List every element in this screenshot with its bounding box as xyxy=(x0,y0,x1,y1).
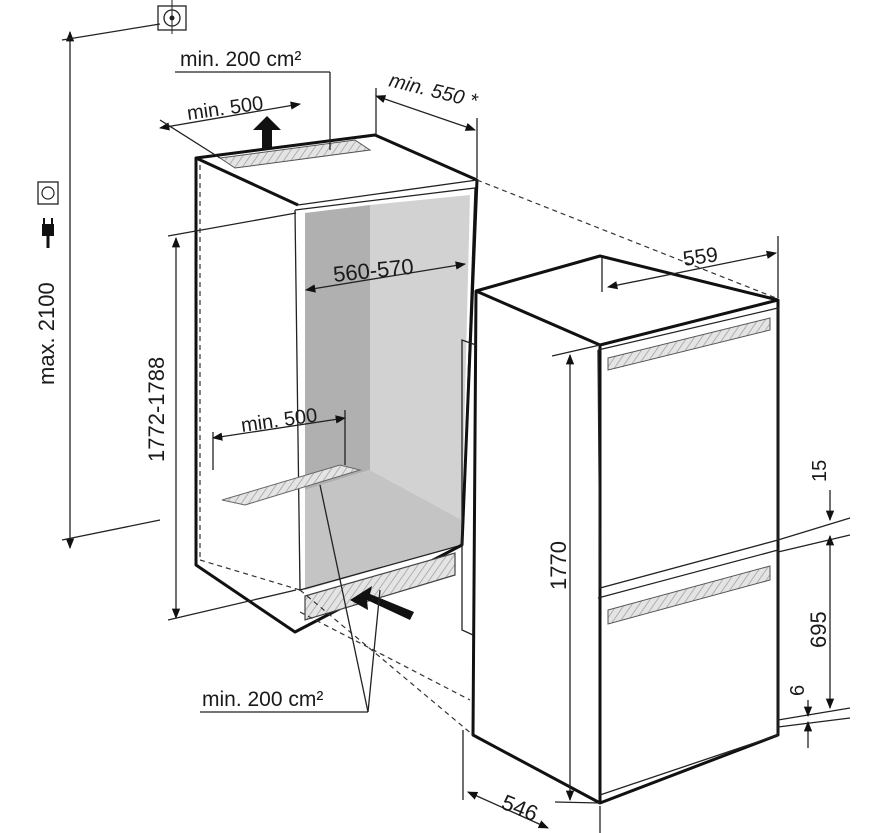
lower-door-height-label: 695 xyxy=(806,611,831,648)
max-height-label: max. 2100 xyxy=(34,282,59,385)
fridge-appliance xyxy=(461,254,780,805)
niche-inner-left-wall xyxy=(305,205,370,490)
door-gap-label: 15 xyxy=(809,460,831,482)
niche-cabinet xyxy=(194,133,479,634)
bottom-airflow-arrow xyxy=(350,586,414,620)
top-airflow-arrow xyxy=(253,116,281,148)
top-vent-grille xyxy=(218,139,372,169)
bottom-front-grille xyxy=(304,552,456,621)
appliance-depth-label: 546 xyxy=(498,789,541,826)
upper-door-handle xyxy=(607,317,771,371)
inner-bottom-vent xyxy=(221,464,362,506)
bottom-vent-area-label: min. 200 cm² xyxy=(202,688,323,711)
lower-door-handle xyxy=(607,565,771,625)
bottom-gap-label: 6 xyxy=(787,685,809,696)
top-vent-depth-label: min. 500 xyxy=(186,92,265,124)
niche-depth-label: min. 550 * xyxy=(387,70,481,113)
niche-height-label: 1772-1788 xyxy=(144,357,169,462)
wall-mount-icon xyxy=(157,0,187,34)
power-plug-icon xyxy=(42,218,54,248)
top-vent-area-label: min. 200 cm² xyxy=(180,48,301,71)
appliance-height-label: 1770 xyxy=(546,541,571,590)
appliance-width-label: 559 xyxy=(681,243,719,271)
niche-inner-floor xyxy=(305,470,462,590)
niche-inner-back-wall xyxy=(370,195,470,520)
power-socket-icon xyxy=(37,181,59,205)
